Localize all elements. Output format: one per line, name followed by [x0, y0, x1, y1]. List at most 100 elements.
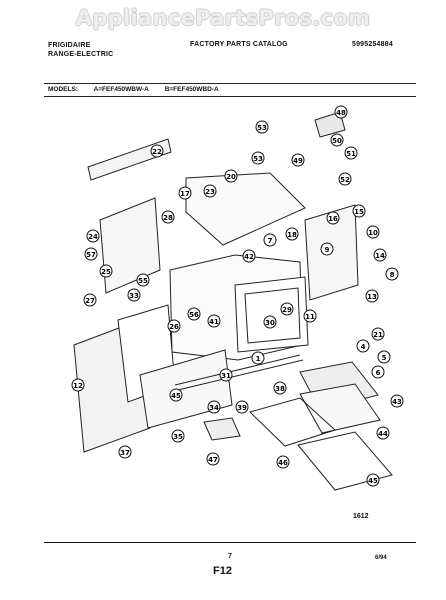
callout-label: 33	[129, 292, 139, 300]
callout-label: 51	[346, 150, 356, 158]
watermark: AppliancePartsPros.com	[75, 6, 371, 30]
callout-label: 12	[73, 382, 83, 390]
callout-label: 37	[120, 449, 130, 457]
callouts: 48 53 50 49 51 53 52 22 20 23 17 15 16 1…	[71, 105, 404, 487]
callout: 50	[330, 133, 344, 147]
model-a: A=FEF450WBW-A	[93, 86, 149, 93]
callout: 6	[371, 365, 385, 379]
callout: 5	[377, 350, 391, 364]
callout: 10	[366, 225, 380, 239]
callout: 45	[169, 388, 183, 402]
callout: 7	[263, 233, 277, 247]
callout-label: 48	[336, 109, 346, 117]
callout: 33	[127, 288, 141, 302]
callout-label: 5	[382, 354, 387, 362]
callout-label: 31	[221, 372, 231, 380]
callout-label: 15	[354, 208, 364, 216]
callout-label: 39	[237, 404, 247, 412]
callout-label: 13	[367, 293, 377, 301]
callout-label: 1	[256, 355, 261, 363]
callout: 31	[219, 368, 233, 382]
callout-label: 9	[325, 246, 330, 254]
callout: 52	[338, 172, 352, 186]
page-number: 7	[228, 553, 232, 560]
callout-label: 45	[368, 477, 378, 485]
callout: 53	[251, 151, 265, 165]
callout-label: 43	[392, 398, 402, 406]
callout-label: 55	[138, 277, 148, 285]
models-line: MODELS: A=FEF450WBW-A B=FEF450WBD-A	[48, 86, 233, 93]
callout: 13	[365, 289, 379, 303]
callout: 4	[356, 339, 370, 353]
callout: 16	[326, 211, 340, 225]
callout-label: 28	[163, 214, 173, 222]
callout: 47	[206, 452, 220, 466]
callout: 29	[280, 302, 294, 316]
callout: 57	[84, 247, 98, 261]
callout: 46	[276, 455, 290, 469]
exploded-parts-diagram: 48 53 50 49 51 53 52 22 20 23 17 15 16 1…	[71, 105, 404, 491]
callout-label: 11	[305, 313, 315, 321]
page-code: F12	[213, 565, 232, 577]
range-line-art	[73, 111, 393, 491]
callout: 56	[187, 307, 201, 321]
callout: 20	[224, 169, 238, 183]
callout: 35	[171, 429, 185, 443]
footer-rule	[44, 542, 416, 543]
callout-label: 18	[287, 231, 297, 239]
callout-label: 41	[209, 318, 219, 326]
brand-name: FRIGIDAIRE	[48, 42, 91, 49]
callout-label: 50	[332, 137, 342, 145]
callout: 23	[203, 184, 217, 198]
callout-label: 14	[375, 252, 385, 260]
callout: 26	[167, 319, 181, 333]
callout: 25	[99, 264, 113, 278]
date-code: 6/94	[375, 555, 387, 561]
brand-block: FRIGIDAIRE RANGE-ELECTRIC	[48, 41, 113, 59]
callout: 14	[373, 248, 387, 262]
header-rule	[44, 83, 416, 84]
callout: 22	[150, 144, 164, 158]
callout-label: 53	[257, 124, 267, 132]
callout: 12	[71, 378, 85, 392]
callout: 42	[242, 249, 256, 263]
callout-label: 42	[244, 253, 254, 261]
model-b: B=FEF450WBD-A	[164, 86, 219, 93]
callout: 49	[291, 153, 305, 167]
callout-label: 46	[278, 459, 288, 467]
callout-label: 30	[265, 319, 275, 327]
callout: 18	[285, 227, 299, 241]
callout-label: 24	[88, 233, 98, 241]
callout-label: 29	[282, 306, 292, 314]
callout-label: 57	[86, 251, 96, 259]
callout-label: 6	[376, 369, 381, 377]
catalog-number: 5995254884	[352, 41, 393, 48]
callout-label: 45	[171, 392, 181, 400]
callout-label: 52	[340, 176, 350, 184]
callout: 53	[255, 120, 269, 134]
callout: 37	[118, 445, 132, 459]
callout-label: 23	[205, 188, 215, 196]
callout: 34	[207, 400, 221, 414]
callout: 15	[352, 204, 366, 218]
callout-label: 8	[390, 271, 395, 279]
callout: 11	[303, 309, 317, 323]
callout: 38	[273, 381, 287, 395]
callout-label: 26	[169, 323, 179, 331]
callout-label: 49	[293, 157, 303, 165]
callout: 9	[320, 242, 334, 256]
callout: 30	[263, 315, 277, 329]
callout: 41	[207, 314, 221, 328]
callout-label: 22	[152, 148, 162, 156]
catalog-title: FACTORY PARTS CATALOG	[190, 41, 288, 48]
callout-label: 27	[85, 297, 95, 305]
callout-label: 34	[209, 404, 219, 412]
callout: 44	[376, 426, 390, 440]
callout: 43	[390, 394, 404, 408]
models-rule	[44, 96, 416, 97]
callout: 28	[161, 210, 175, 224]
callout: 45	[366, 473, 380, 487]
product-type: RANGE-ELECTRIC	[48, 51, 114, 58]
callout-label: 7	[268, 237, 273, 245]
callout: 39	[235, 400, 249, 414]
